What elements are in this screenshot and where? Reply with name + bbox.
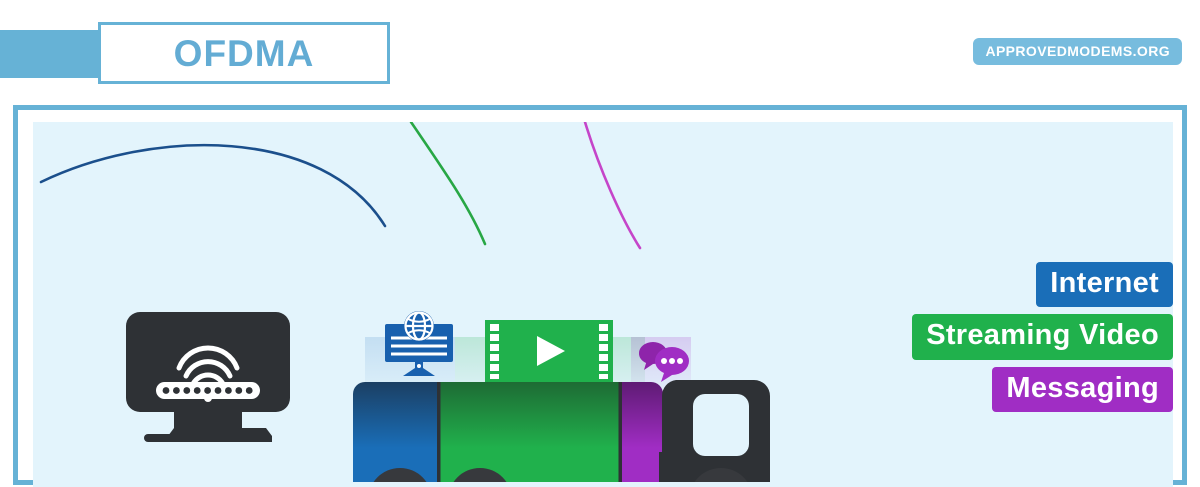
wifi-router-device	[118, 312, 298, 442]
router-led-strip	[156, 382, 260, 399]
cargo-segment-messaging	[622, 382, 663, 482]
film-play-icon	[485, 320, 613, 382]
play-triangle	[537, 336, 565, 366]
video-service-icon	[485, 320, 613, 382]
video-signal-arc	[409, 122, 487, 246]
messaging-signal-arc	[583, 122, 642, 250]
legend-row: Streaming Video	[793, 314, 1173, 360]
page-title-box: OFDMA	[98, 22, 390, 84]
page-title: OFDMA	[173, 32, 315, 74]
legend-row: Messaging	[793, 366, 1173, 413]
cargo-segment-video	[440, 382, 619, 482]
illustration-canvas: Internet Streaming Video Messaging	[33, 122, 1173, 487]
globe-glyph	[404, 311, 434, 341]
internet-service-icon	[381, 310, 457, 382]
legend-item-streaming-video[interactable]: Streaming Video	[912, 314, 1173, 360]
site-watermark: APPROVEDMODEMS.ORG	[973, 38, 1182, 65]
service-legend: Internet Streaming Video Messaging	[793, 262, 1173, 419]
cargo-segment-internet	[353, 382, 437, 482]
delivery-truck	[343, 242, 803, 482]
cab-window	[693, 394, 749, 456]
messaging-service-icon	[633, 339, 693, 385]
page-header: OFDMA APPROVEDMODEMS.ORG	[0, 0, 1200, 96]
legend-row: Internet	[793, 262, 1173, 308]
legend-item-messaging[interactable]: Messaging	[992, 366, 1173, 413]
signal-paths-group	[39, 122, 642, 250]
monitor-globe-icon	[385, 311, 453, 376]
legend-item-internet[interactable]: Internet	[1036, 262, 1173, 308]
truck-cargo-segments	[353, 382, 663, 482]
router-icon	[126, 312, 290, 442]
internet-signal-arc	[39, 143, 387, 228]
chat-bubbles-icon	[638, 342, 689, 382]
illustration-frame: Internet Streaming Video Messaging	[13, 105, 1187, 487]
